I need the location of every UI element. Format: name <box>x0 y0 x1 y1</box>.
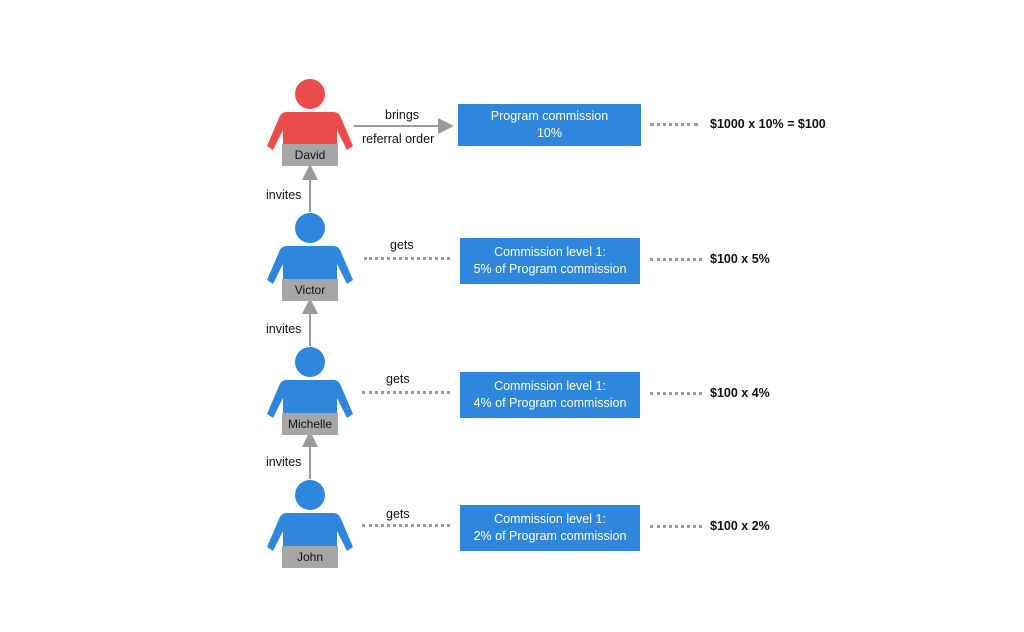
box-line1: Commission level 1: <box>494 512 606 526</box>
commission-box-level: Commission level 1: 4% of Program commis… <box>460 372 640 418</box>
box-line1: Program commission <box>490 109 609 123</box>
dotted-connector <box>362 524 450 527</box>
result-value: $1000 x 10% = $100 <box>710 117 826 131</box>
commission-box-program: Program commission 10% <box>458 104 641 146</box>
invites-label: invites <box>266 322 302 336</box>
result-value: $100 x 4% <box>710 386 770 400</box>
name-tag: Victor <box>282 279 338 301</box>
gets-label: gets <box>386 372 410 386</box>
name-tag: Michelle <box>282 413 338 435</box>
person-victor: Victor <box>265 212 365 312</box>
box-line2: 5% of Program commission <box>473 262 627 276</box>
dotted-connector <box>362 391 450 394</box>
result-value: $100 x 5% <box>710 252 770 266</box>
box-line2: 10% <box>536 126 563 140</box>
referral-order-label: referral order <box>362 132 435 146</box>
box-line1: Commission level 1: <box>494 245 606 259</box>
dotted-connector <box>650 123 698 126</box>
dotted-connector <box>650 258 702 261</box>
dotted-connector <box>364 257 450 260</box>
name-tag: John <box>282 546 338 568</box>
commission-box-level: Commission level 1: 2% of Program commis… <box>460 505 640 551</box>
gets-label: gets <box>386 507 410 521</box>
result-value: $100 x 2% <box>710 519 770 533</box>
commission-box-level: Commission level 1: 5% of Program commis… <box>460 238 640 284</box>
dotted-connector <box>650 392 702 395</box>
dotted-connector <box>650 525 702 528</box>
box-line2: 2% of Program commission <box>473 529 627 543</box>
name-tag: David <box>282 144 338 166</box>
gets-label: gets <box>390 238 414 252</box>
invites-label: invites <box>266 188 302 202</box>
brings-label: brings <box>385 108 420 122</box>
box-line2: 4% of Program commission <box>473 396 627 410</box>
invites-label: invites <box>266 455 302 469</box>
box-line1: Commission level 1: <box>494 379 606 393</box>
person-john: John <box>265 479 365 579</box>
person-michelle: Michelle <box>265 346 365 446</box>
person-david: David <box>265 78 365 178</box>
